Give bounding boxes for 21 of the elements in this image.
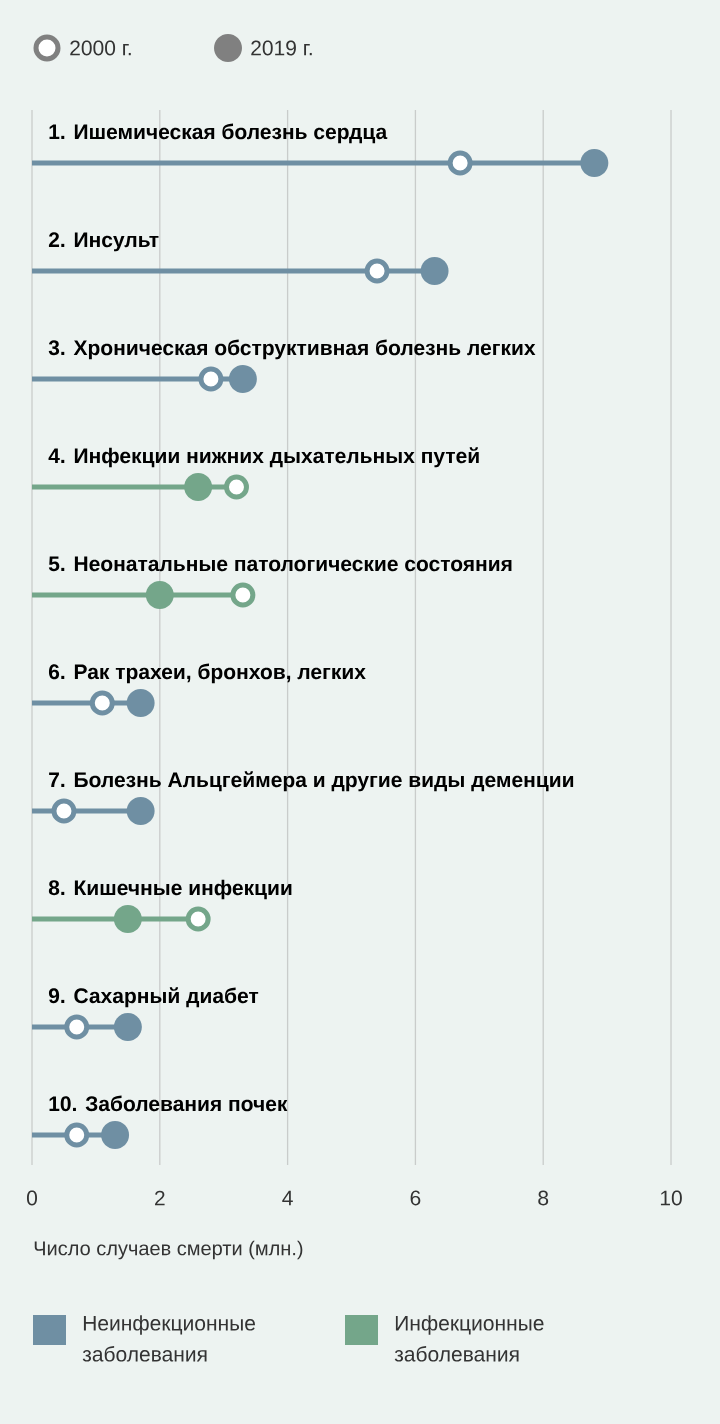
tick-label: 4 <box>282 1190 293 1206</box>
category-label: 5. Неонатальные патологические состояния <box>48 556 512 572</box>
legend-label: Неинфекционные заболевания <box>82 1315 255 1362</box>
legend-label: 2000 г. <box>70 40 131 56</box>
category-label: 10. Заболевания почек <box>49 1095 288 1112</box>
category-label: 3. Хроническая обструктивная болезнь легких <box>48 339 536 360</box>
category-label: 6. Рак трахеи, бронхов, легких <box>48 663 366 684</box>
tick-label: 2 <box>155 1190 165 1206</box>
tick-label: 10 <box>660 1190 682 1206</box>
tick-label: 8 <box>538 1190 549 1206</box>
legend-label: 2019 г. <box>251 40 312 56</box>
category-label: 1. Ишемическая болезнь сердца <box>49 123 388 144</box>
axis-title: Число случаев смерти (млн.) <box>34 1240 303 1260</box>
category-label: 7. Болезнь Альцгеймера и другие виды деменции <box>49 771 574 792</box>
category-label: 8. Кишечные инфекции <box>48 879 292 900</box>
legend-label: Инфекционные заболевания <box>394 1315 544 1362</box>
category-label: 9. Сахарный диабет <box>48 987 259 1008</box>
category-label: 4. Инфекции нижних дыхательных путей <box>48 447 479 468</box>
category-label: 2. Инсульт <box>48 232 159 252</box>
tick-label: 6 <box>410 1190 421 1206</box>
tick-label: 0 <box>27 1190 37 1206</box>
